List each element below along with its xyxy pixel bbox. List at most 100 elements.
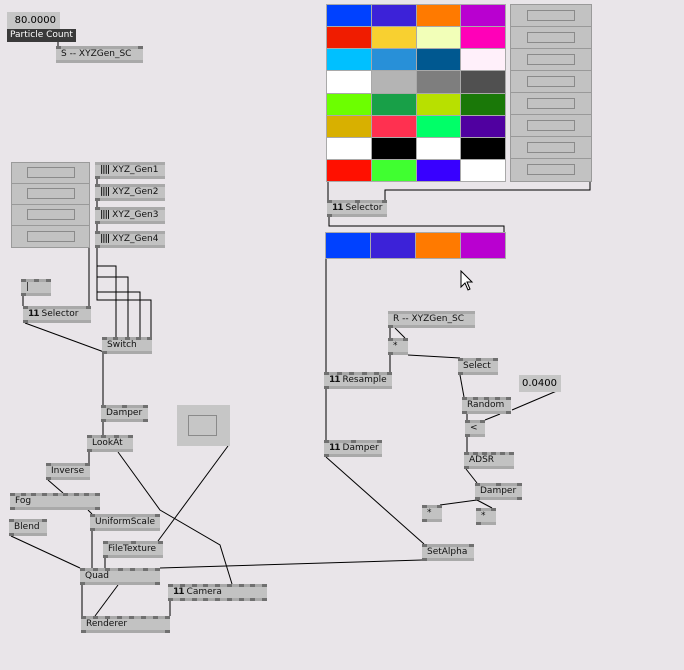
input-pin[interactable] — [10, 493, 15, 496]
input-pin[interactable] — [382, 200, 387, 203]
random-threshold-value-box[interactable]: 0.0400 — [519, 375, 561, 392]
input-pin[interactable] — [476, 508, 481, 511]
input-pin[interactable] — [462, 397, 467, 400]
link[interactable] — [47, 479, 64, 494]
iobox-slot[interactable] — [511, 137, 591, 159]
node-fog[interactable]: Fog — [10, 493, 100, 510]
iobox-slot[interactable] — [12, 205, 89, 226]
input-pin[interactable] — [84, 493, 90, 496]
input-pin[interactable] — [85, 463, 90, 466]
input-pin[interactable] — [52, 493, 58, 496]
input-pin[interactable] — [155, 568, 160, 571]
link[interactable] — [384, 182, 591, 200]
output-pin[interactable] — [95, 198, 100, 201]
input-pin[interactable] — [506, 397, 511, 400]
input-pin[interactable] — [73, 493, 79, 496]
input-pin[interactable] — [496, 483, 501, 486]
link[interactable] — [96, 247, 141, 337]
color-cell[interactable] — [461, 93, 505, 115]
output-pin[interactable] — [143, 419, 148, 422]
input-pin[interactable] — [102, 337, 107, 340]
input-pin[interactable] — [105, 616, 110, 619]
input-pin[interactable] — [128, 435, 133, 438]
node-lookat[interactable]: LookAt — [87, 435, 133, 452]
switch-input-iobox[interactable] — [11, 162, 90, 248]
output-pin[interactable] — [103, 555, 108, 558]
iobox-slot[interactable] — [12, 226, 89, 247]
node-mul2[interactable]: * — [422, 505, 442, 522]
color-cell[interactable] — [371, 71, 416, 93]
input-pin[interactable] — [324, 440, 329, 443]
output-pin[interactable] — [81, 630, 86, 633]
input-pin[interactable] — [46, 463, 51, 466]
output-pin[interactable] — [250, 598, 256, 601]
output-pin[interactable] — [165, 630, 170, 633]
input-pin[interactable] — [491, 508, 496, 511]
input-pin[interactable] — [93, 616, 98, 619]
input-pin[interactable] — [56, 46, 61, 49]
input-pin[interactable] — [155, 514, 160, 517]
input-pin[interactable] — [135, 337, 141, 340]
input-pin[interactable] — [142, 568, 148, 571]
input-pin[interactable] — [158, 541, 163, 544]
node-random[interactable]: Random — [462, 397, 511, 414]
output-pin[interactable] — [465, 434, 470, 437]
input-pin[interactable] — [388, 338, 393, 341]
input-pin[interactable] — [92, 568, 98, 571]
input-pin[interactable] — [130, 568, 135, 571]
output-pin[interactable] — [23, 320, 28, 323]
link[interactable] — [459, 374, 465, 398]
color-cell[interactable] — [461, 159, 505, 181]
output-pin[interactable] — [21, 293, 26, 296]
color-palette-grid[interactable] — [326, 4, 506, 182]
node-blend[interactable]: Blend — [9, 519, 47, 536]
input-pin[interactable] — [324, 372, 329, 375]
link[interactable] — [439, 499, 478, 506]
link[interactable] — [157, 445, 229, 542]
input-pin[interactable] — [215, 584, 220, 587]
output-pin[interactable] — [101, 419, 106, 422]
node-recv[interactable]: R -- XYZGen_SC — [388, 311, 475, 328]
input-pin[interactable] — [475, 483, 480, 486]
link[interactable] — [484, 413, 501, 421]
output-pin[interactable] — [10, 507, 15, 510]
input-pin[interactable] — [484, 397, 489, 400]
node-switch[interactable]: Switch — [102, 337, 152, 354]
input-pin[interactable] — [361, 372, 367, 375]
output-pin[interactable] — [95, 507, 100, 510]
input-pin[interactable] — [21, 279, 26, 282]
input-pin[interactable] — [465, 420, 470, 423]
input-pin[interactable] — [458, 358, 463, 361]
input-pin[interactable] — [129, 616, 134, 619]
color-cell[interactable] — [327, 115, 371, 137]
node-gen3[interactable]: ||||XYZ_Gen3 — [95, 207, 165, 224]
color-cell[interactable] — [371, 93, 416, 115]
output-pin[interactable] — [203, 598, 209, 601]
output-pin[interactable] — [506, 411, 511, 414]
input-pin[interactable] — [179, 584, 185, 587]
color-cell[interactable] — [416, 137, 461, 159]
input-pin[interactable] — [226, 584, 232, 587]
color-cell[interactable] — [371, 159, 416, 181]
node-mul3[interactable]: * — [476, 508, 496, 525]
output-pin[interactable] — [46, 477, 51, 480]
color-cell[interactable] — [461, 137, 505, 159]
iobox-slot[interactable] — [511, 71, 591, 93]
input-pin[interactable] — [336, 372, 342, 375]
node-damperR[interactable]: Damper — [475, 483, 522, 500]
output-pin[interactable] — [324, 386, 329, 389]
input-pin[interactable] — [480, 420, 485, 423]
iobox-slot[interactable] — [12, 184, 89, 205]
color-cell[interactable] — [327, 93, 371, 115]
input-pin[interactable] — [469, 544, 474, 547]
input-pin[interactable] — [464, 452, 469, 455]
node-mul1[interactable]: * — [388, 338, 408, 355]
input-pin[interactable] — [105, 568, 110, 571]
input-pin[interactable] — [350, 440, 356, 443]
input-pin[interactable] — [191, 584, 197, 587]
link[interactable] — [407, 354, 461, 359]
color-cell[interactable] — [327, 71, 371, 93]
input-pin[interactable] — [493, 358, 498, 361]
